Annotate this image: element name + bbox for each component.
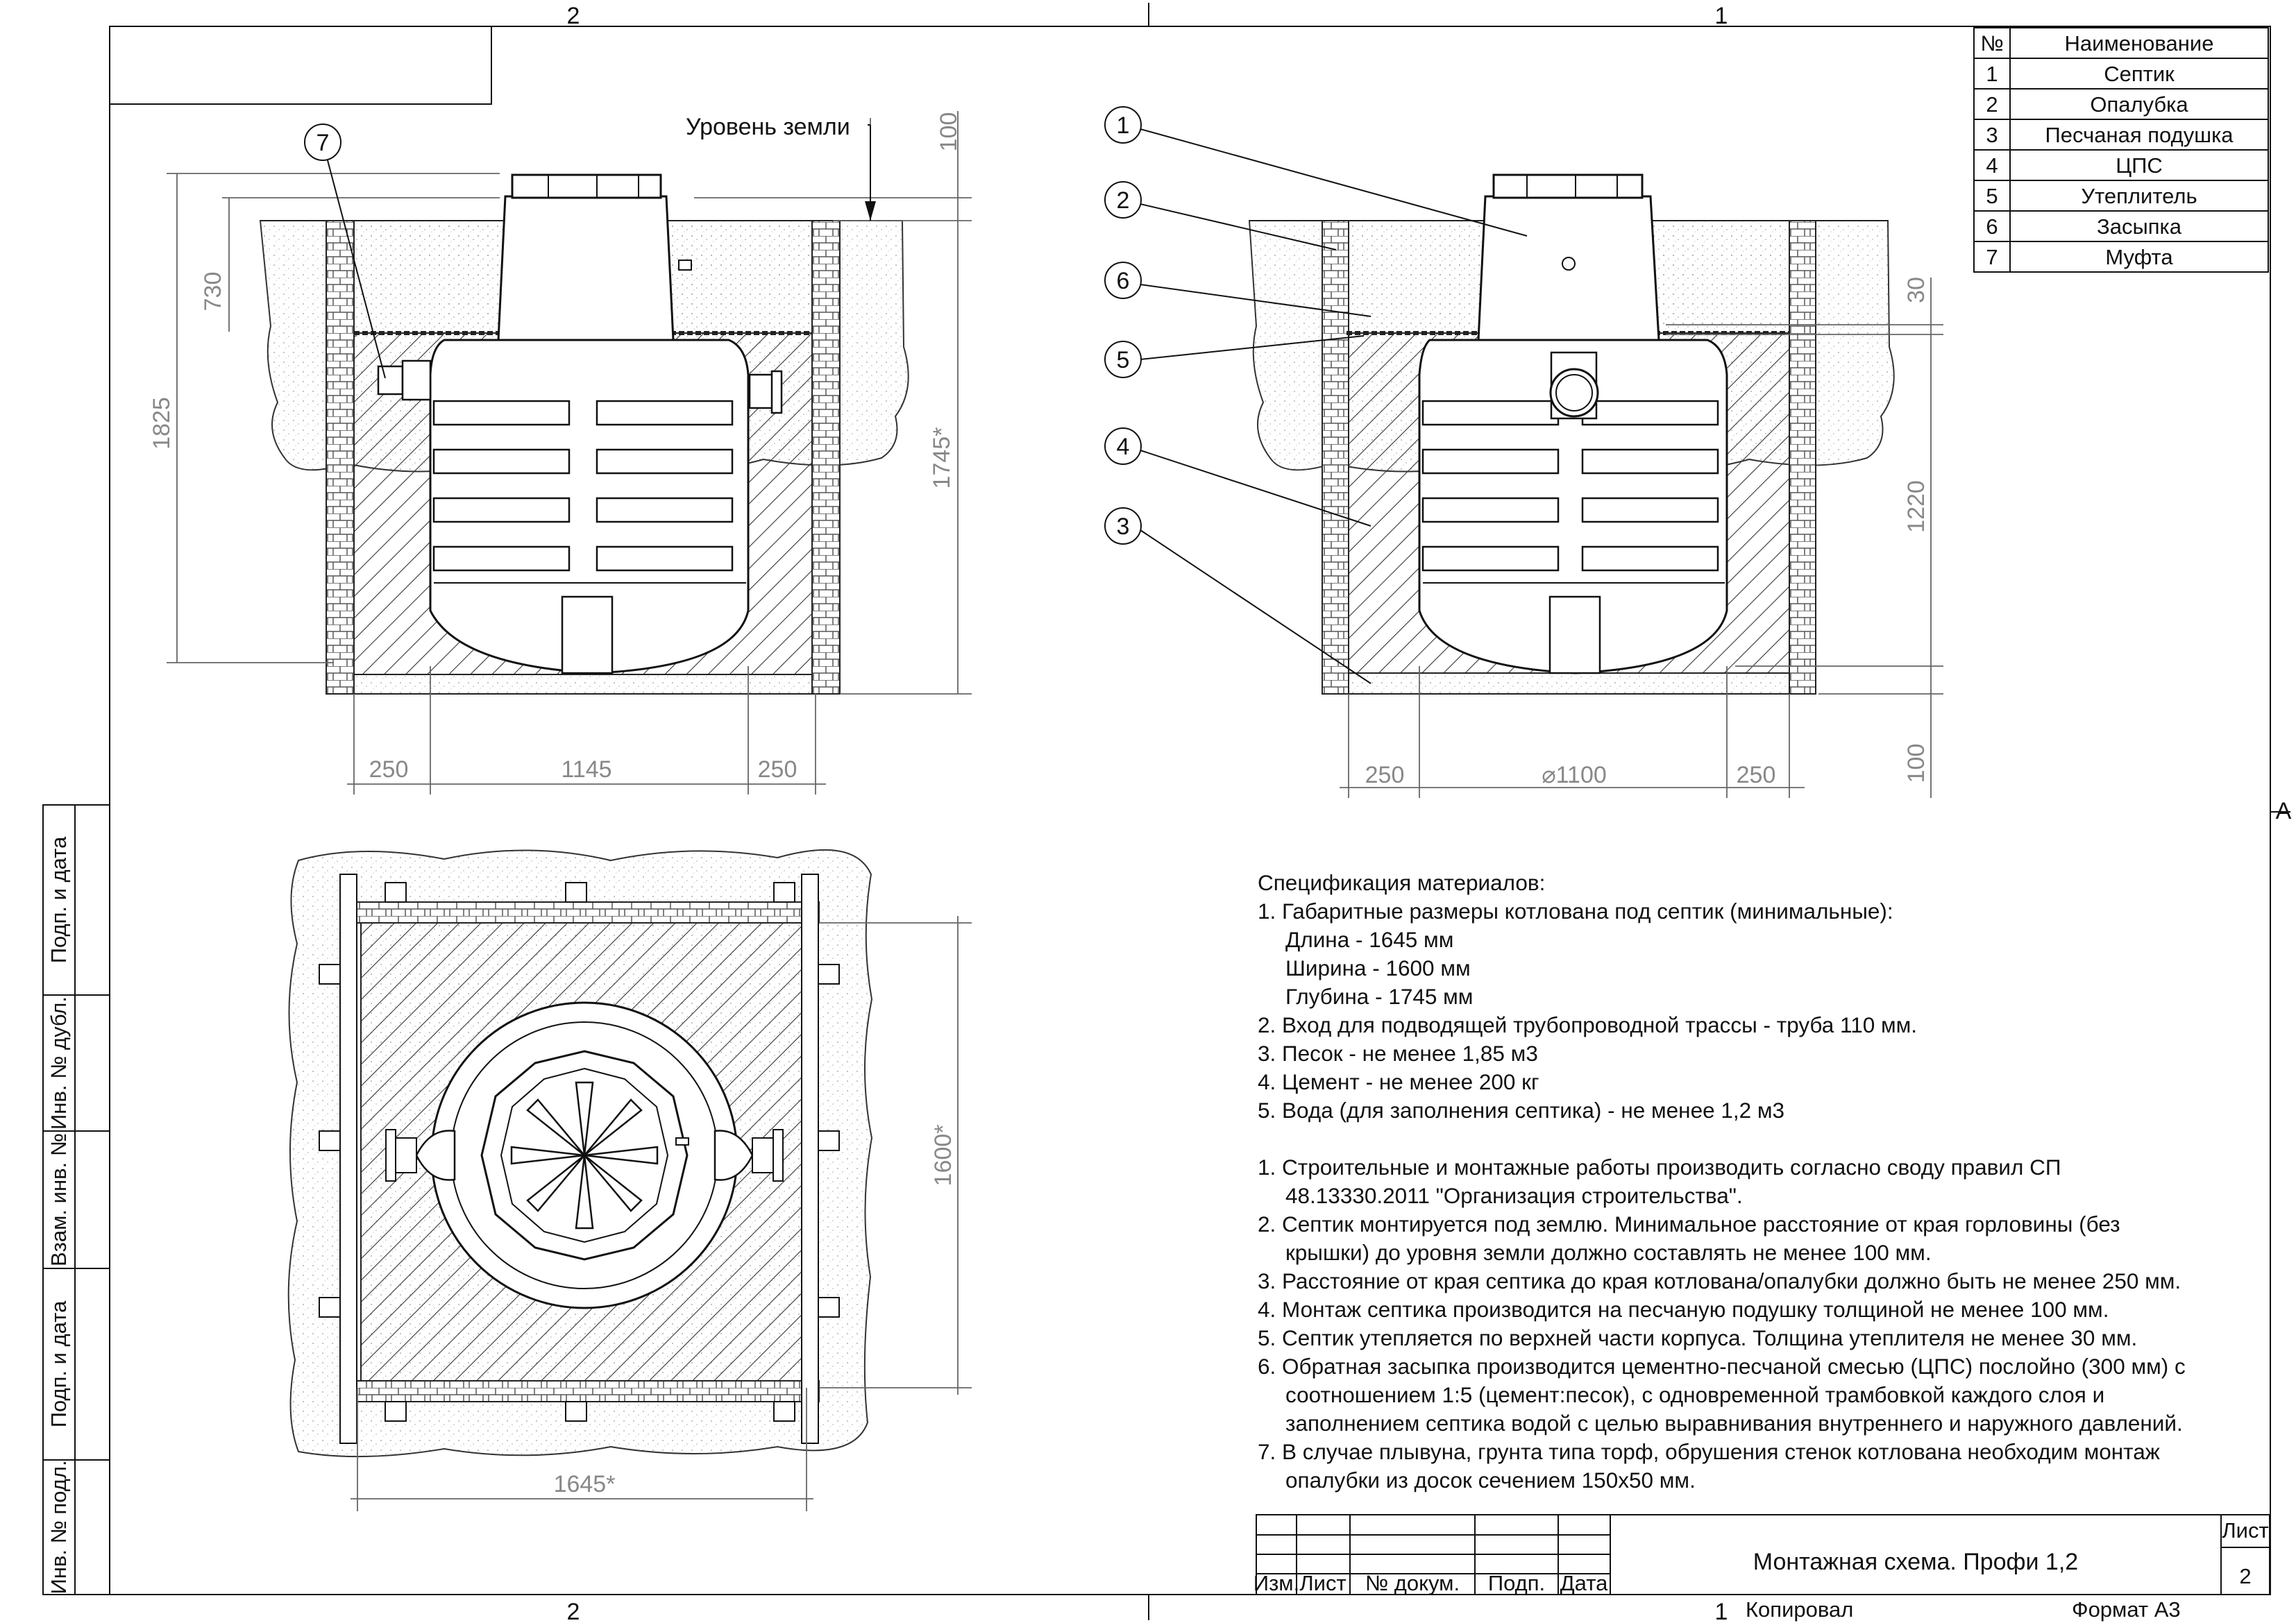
zone-mark: 2 — [567, 3, 580, 29]
stamp-label: Инв. № дубл. — [47, 996, 71, 1130]
dim-height: 1220 — [1903, 480, 1930, 533]
callout-6: 6 — [1117, 268, 1130, 294]
sheet-number: 2 — [2239, 1564, 2251, 1588]
title-col-date: Дата — [1560, 1571, 1608, 1595]
stamp-label: Подп. и дата — [47, 1300, 71, 1427]
septic-neck — [497, 195, 675, 341]
spec-item: 5. Вода (для заполнения септика) - не ме… — [1258, 1098, 1785, 1123]
spec-item: Ширина - 1600 мм — [1285, 955, 1471, 980]
callouts — [1104, 106, 1142, 545]
sheet-label: Лист — [2222, 1518, 2268, 1543]
note-item: 4. Монтаж септика производится на песчан… — [1258, 1297, 2109, 1322]
spec-item: 1. Габаритные размеры котлована под септ… — [1258, 899, 1893, 924]
section-left — [167, 111, 972, 794]
parts-row-name: Утеплитель — [2081, 184, 2197, 208]
title-block — [1256, 1514, 2270, 1595]
parts-row-name: Опалубка — [2090, 92, 2188, 117]
parts-header-name: Наименование — [2065, 31, 2214, 56]
zone-mark: 1 — [1715, 1599, 1728, 1623]
stamp-label: Подп. и дата — [47, 836, 71, 963]
note-item: 1. Строительные и монтажные работы произ… — [1258, 1155, 2061, 1180]
note-item: соотношением 1:5 (цемент:песок), с однов… — [1285, 1382, 2105, 1407]
plan-view — [287, 849, 972, 1511]
dim-neck: 730 — [200, 272, 226, 312]
dim-plan-width: 1645* — [554, 1471, 616, 1497]
note-item: 6. Обратная засыпка производится цементн… — [1258, 1354, 2186, 1379]
format-label: Формат А3 — [2072, 1597, 2181, 1622]
callout-2: 2 — [1117, 187, 1130, 214]
stamp-label: Инв. № подл. — [47, 1460, 71, 1594]
callout-7: 7 — [316, 130, 330, 156]
title-col-izm: Изм. — [1253, 1571, 1299, 1595]
zone-mark: 2 — [567, 1599, 580, 1623]
note-item: опалубки из досок сечением 150х50 мм. — [1285, 1468, 1696, 1493]
title-col-list: Лист — [1299, 1571, 1346, 1595]
callout-3: 3 — [1117, 513, 1130, 540]
parts-table — [1973, 27, 2269, 273]
parts-header-num: № — [1980, 31, 2003, 56]
stamp-label: Взам. инв. № — [47, 1133, 71, 1266]
section-right — [1104, 106, 1943, 798]
parts-row-name: Септик — [2104, 62, 2175, 86]
dim-insulation: 30 — [1903, 277, 1930, 303]
note-item: 2. Септик монтируется под землю. Минимал… — [1258, 1212, 2120, 1237]
parts-row-num: 2 — [1986, 92, 1998, 117]
dim-left-w: 250 — [369, 756, 409, 783]
dim-pit-depth: 1745* — [929, 427, 955, 489]
parts-row-name: ЦПС — [2116, 153, 2163, 178]
spec-item: 4. Цемент - не менее 200 кг — [1258, 1069, 1539, 1094]
parts-row-name: Песчаная подушка — [2045, 123, 2234, 147]
specification: Спецификация материалов: 1. Габаритные р… — [1258, 869, 2257, 1495]
parts-row-name: Муфта — [2105, 245, 2173, 269]
zone-mark: A — [2276, 798, 2292, 824]
side-stamp — [42, 804, 110, 1595]
ground-level-label: Уровень земли — [686, 114, 850, 140]
spec-title: Спецификация материалов: — [1258, 870, 1546, 895]
dim-left-w: 250 — [1365, 762, 1405, 788]
note-item: крышки) до уровня земли должно составлят… — [1285, 1240, 1932, 1265]
callout-5: 5 — [1117, 347, 1130, 373]
copied-label: Копировал — [1746, 1597, 1853, 1622]
drawing-title: Монтажная схема. Профи 1,2 — [1753, 1549, 2078, 1575]
title-col-sign: Подп. — [1488, 1571, 1545, 1595]
dim-mid-w: 1145 — [561, 756, 611, 783]
dim-plan-height: 1600* — [930, 1125, 956, 1187]
parts-row-num: 1 — [1986, 62, 1998, 86]
parts-row-name: Засыпка — [2097, 214, 2182, 239]
title-col-doc: № докум. — [1365, 1571, 1460, 1595]
callout-4: 4 — [1117, 434, 1130, 460]
spec-item: Длина - 1645 мм — [1285, 927, 1454, 952]
zone-mark: 1 — [1715, 3, 1728, 29]
callout-1: 1 — [1117, 112, 1130, 139]
parts-row-num: 3 — [1986, 123, 1998, 147]
dim-bottom: 100 — [1903, 744, 1930, 783]
spec-item: 2. Вход для подводящей трубопроводной тр… — [1258, 1012, 1918, 1037]
parts-rows: 1 Септик 2 Опалубка 3 Песчаная подушка 4… — [1986, 62, 2234, 269]
callout-circle — [304, 124, 341, 161]
parts-row-num: 5 — [1986, 184, 1998, 208]
note-item: 48.13330.2011 "Организация строительства… — [1285, 1183, 1743, 1208]
note-item: 5. Септик утепляется по верхней части ко… — [1258, 1325, 2138, 1350]
dim-total: 1825 — [149, 397, 175, 450]
note-item: 3. Расстояние от края септика до края ко… — [1258, 1268, 2181, 1293]
dim-right-w: 250 — [758, 756, 797, 783]
parts-row-num: 7 — [1986, 245, 1998, 269]
note-item: 7. В случае плывуна, грунта типа торф, о… — [1258, 1439, 2160, 1464]
spec-item: Глубина - 1745 мм — [1285, 984, 1474, 1009]
spec-item: 3. Песок - не менее 1,85 м3 — [1258, 1041, 1538, 1066]
parts-row-num: 4 — [1986, 153, 1998, 178]
dim-right-w: 250 — [1737, 762, 1776, 788]
parts-row-num: 6 — [1986, 214, 1998, 239]
note-item: заполнением септика водой с целью выравн… — [1285, 1411, 2183, 1436]
dim-diameter: ⌀1100 — [1542, 762, 1607, 788]
dim-top-gap: 100 — [936, 112, 962, 152]
